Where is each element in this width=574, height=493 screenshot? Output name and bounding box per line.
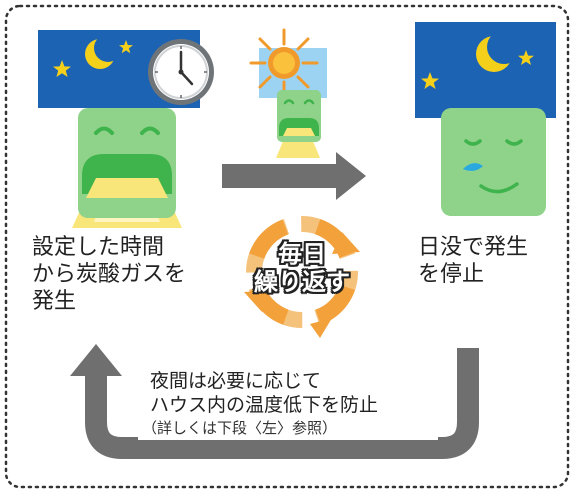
progress-arrow bbox=[222, 152, 366, 200]
sleep-mouth bbox=[479, 182, 519, 194]
clock-icon bbox=[148, 39, 214, 105]
return-arrow bbox=[70, 344, 479, 459]
sleep-eye-right bbox=[505, 139, 523, 146]
day-panel bbox=[249, 28, 327, 158]
left-step-line: 発生 bbox=[32, 289, 77, 314]
star-icon bbox=[53, 60, 71, 77]
star-icon bbox=[421, 72, 439, 89]
dotted-frame bbox=[4, 4, 570, 489]
star-icon bbox=[119, 40, 133, 54]
sun-icon bbox=[249, 28, 319, 98]
co2-unit-right bbox=[441, 108, 546, 216]
right-step-line: 日没で発生 bbox=[418, 235, 529, 260]
moon-icon bbox=[476, 30, 521, 72]
night-note-line1: 夜間は必要に応じて bbox=[150, 370, 322, 392]
vent-gas-left bbox=[86, 178, 168, 198]
right-panel bbox=[415, 22, 556, 216]
badge-line: 毎日 bbox=[278, 240, 326, 268]
night-sky-right bbox=[415, 22, 556, 118]
star-icon bbox=[518, 50, 534, 65]
right-step-line: を停止 bbox=[418, 262, 485, 287]
left-step-line: から炭酸ガスを bbox=[32, 262, 187, 287]
eye-left bbox=[94, 126, 114, 135]
night-note-reference: （詳しくは下段〈左〉参照） bbox=[142, 419, 338, 437]
moon-icon bbox=[85, 34, 122, 69]
left-panel bbox=[38, 30, 214, 228]
left-step-caption: 設定した時間 から炭酸ガスを 発生 bbox=[32, 234, 186, 315]
eye-right bbox=[140, 126, 160, 135]
sleep-eye-left bbox=[464, 139, 482, 146]
badge-line: 繰り返す bbox=[254, 268, 350, 296]
night-note-line2: ハウス内の温度低下を防止 bbox=[150, 394, 379, 416]
teardrop-icon bbox=[463, 163, 483, 171]
repeat-daily-badge: 毎日 繰り返す bbox=[247, 240, 357, 296]
right-step-caption: 日没で発生 を停止 bbox=[418, 234, 528, 288]
left-step-line: 設定した時間 bbox=[32, 235, 165, 260]
cycle-arrows-icon bbox=[244, 216, 360, 338]
